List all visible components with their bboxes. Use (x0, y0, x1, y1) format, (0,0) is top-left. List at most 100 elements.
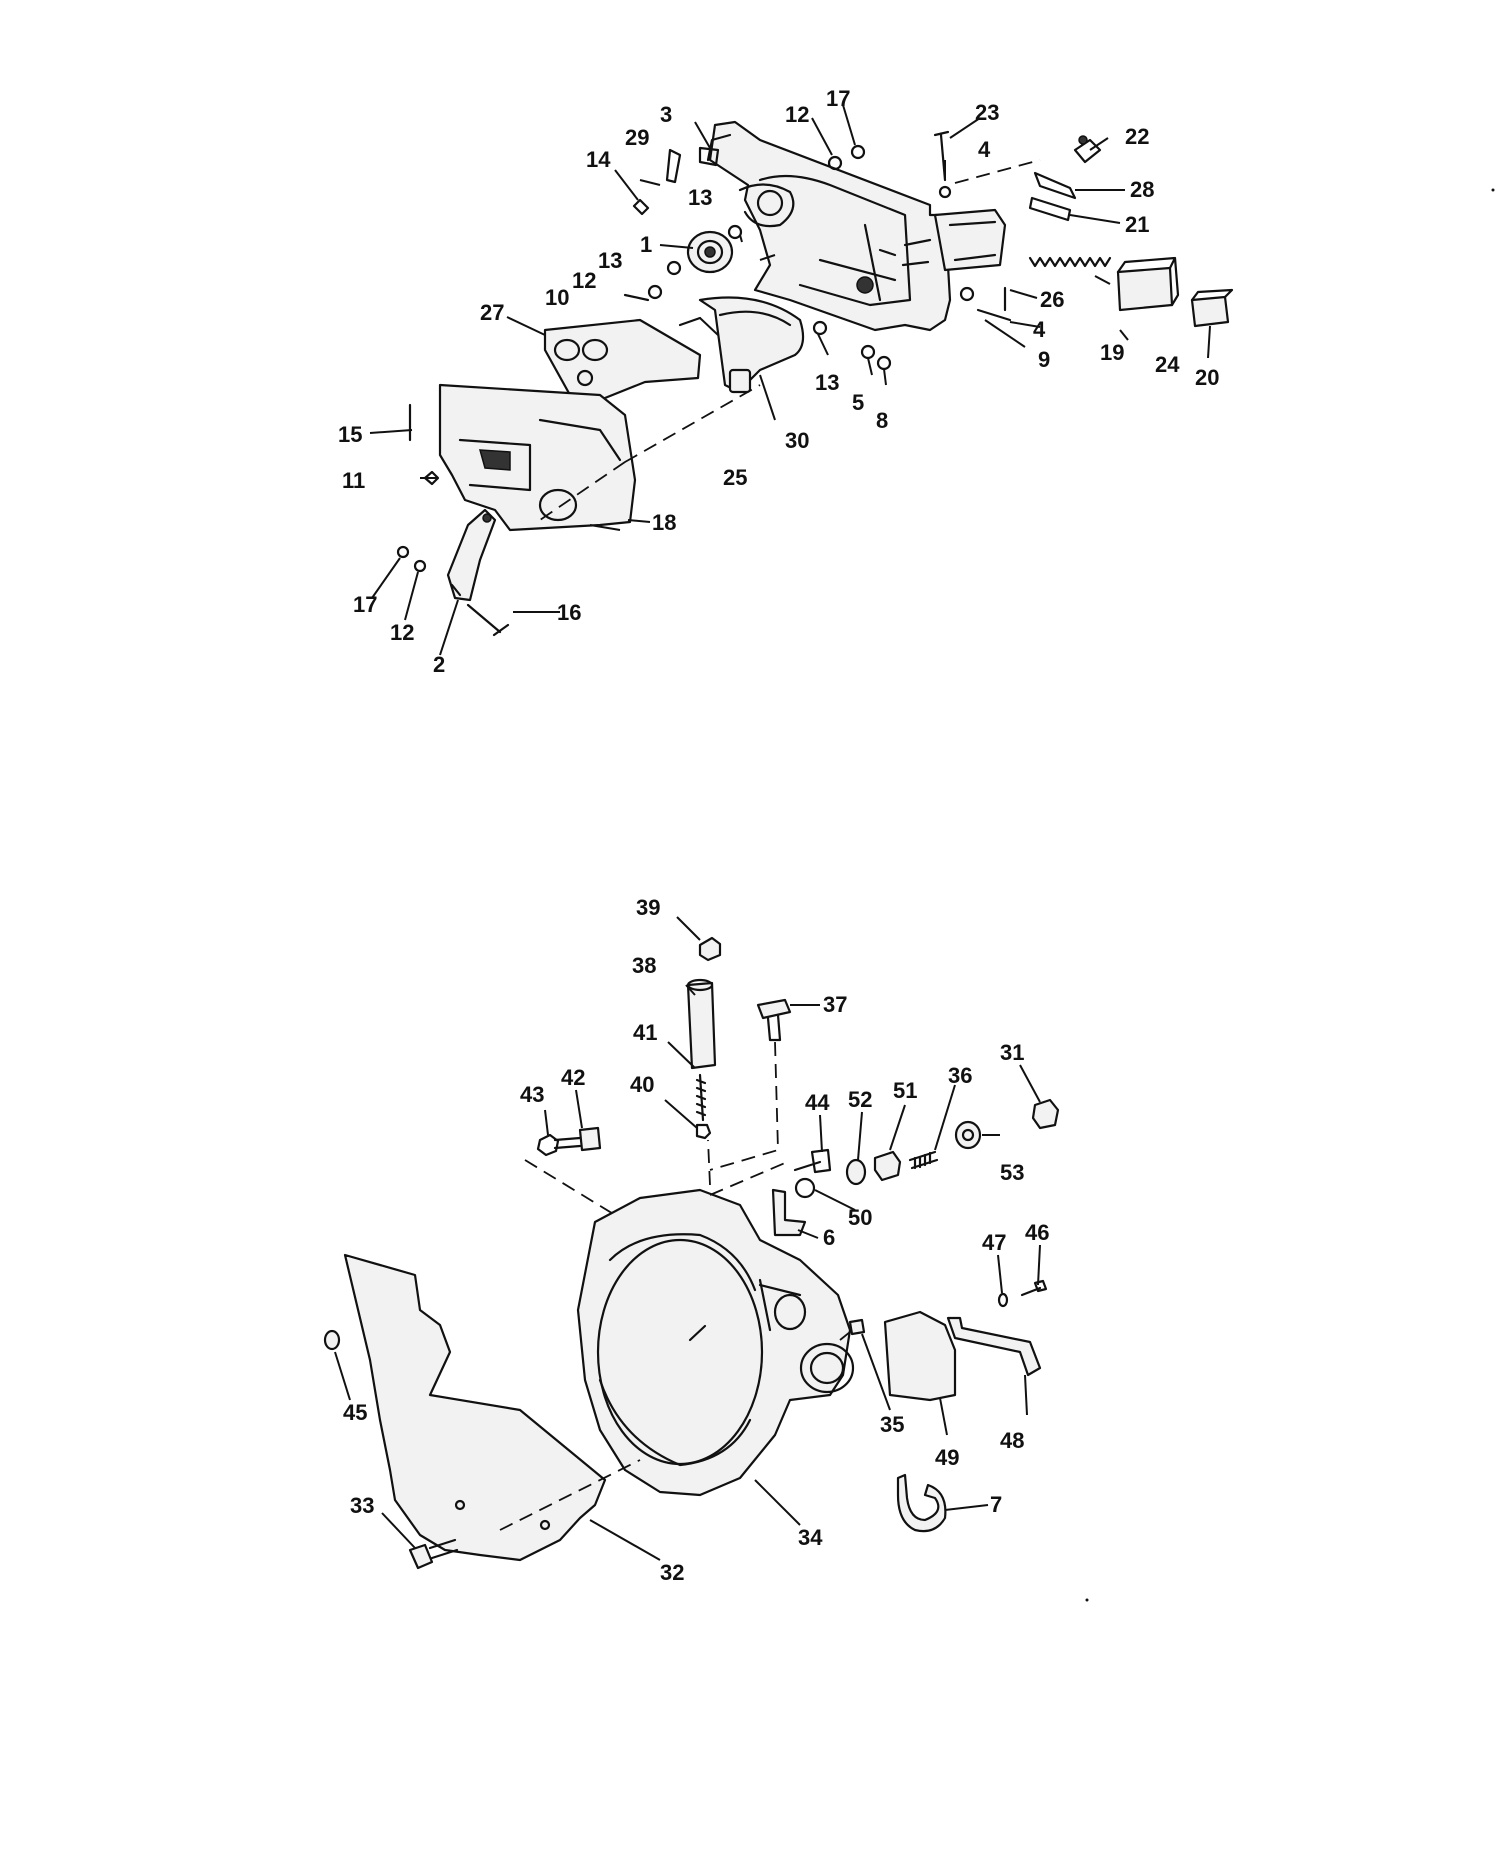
callout-34: 34 (798, 1525, 823, 1550)
callout-9: 9 (1038, 347, 1050, 372)
callout-4-upper: 4 (978, 137, 991, 162)
bolt-42 (536, 1126, 602, 1157)
bell-housing (576, 1188, 855, 1497)
callout-24: 24 (1155, 352, 1180, 377)
callout-6: 6 (823, 1225, 835, 1250)
callout-27: 27 (480, 300, 504, 325)
callout-5: 5 (852, 390, 864, 415)
callout-49: 49 (935, 1445, 959, 1470)
bolt-37 (756, 998, 792, 1042)
callout-31: 31 (1000, 1040, 1024, 1065)
cover-49 (883, 1310, 957, 1402)
callout-40: 40 (630, 1072, 654, 1097)
leader-lines-top (369, 104, 1211, 656)
callout-51: 51 (893, 1078, 917, 1103)
nut-51 (873, 1150, 902, 1182)
pulley (686, 230, 734, 274)
dash-line-top-2 (954, 159, 1041, 184)
speck-1 (1491, 188, 1495, 192)
callout-41: 41 (633, 1020, 657, 1045)
washer-17-lower (396, 545, 410, 559)
callout-8: 8 (876, 408, 888, 433)
main-housing (698, 120, 1007, 332)
callout-19: 19 (1100, 340, 1124, 365)
callout-26: 26 (1040, 287, 1064, 312)
callout-21: 21 (1125, 212, 1149, 237)
callout-25: 25 (723, 465, 747, 490)
blocks (1116, 256, 1234, 328)
dash-lines-bottom (499, 1041, 856, 1531)
callout-2: 2 (433, 652, 445, 677)
nut-31 (1031, 1098, 1060, 1130)
cover-32 (343, 1253, 607, 1562)
washer-53 (954, 1120, 982, 1150)
callout-1: 1 (640, 232, 652, 257)
lever (446, 508, 497, 602)
speck-2 (1085, 1598, 1089, 1602)
washer-52 (845, 1158, 867, 1186)
callout-12-a: 12 (785, 102, 809, 127)
leader-lines-bottom (334, 916, 1041, 1561)
callout-16: 16 (557, 600, 581, 625)
washer-50 (794, 1177, 816, 1199)
callout-3: 3 (660, 102, 672, 127)
callout-12-b: 12 (572, 268, 596, 293)
callout-42: 42 (561, 1065, 585, 1090)
callout-32: 32 (660, 1560, 684, 1585)
callout-47: 47 (982, 1230, 1006, 1255)
callout-46: 46 (1025, 1220, 1049, 1245)
callout-12-c: 12 (390, 620, 414, 645)
callout-45: 45 (343, 1400, 367, 1425)
callout-39: 39 (636, 895, 660, 920)
guard (678, 296, 805, 394)
callout-29: 29 (625, 125, 649, 150)
spring (1028, 256, 1112, 268)
callout-50: 50 (848, 1205, 872, 1230)
callout-20: 20 (1195, 365, 1219, 390)
callout-37: 37 (823, 992, 847, 1017)
callout-52: 52 (848, 1087, 872, 1112)
callout-44: 44 (805, 1090, 830, 1115)
callout-18: 18 (652, 510, 676, 535)
cover-plate (438, 383, 637, 532)
callout-33: 33 (350, 1493, 374, 1518)
link-plates (1028, 135, 1102, 222)
stud-36 (908, 1150, 939, 1170)
callout-14: 14 (586, 147, 611, 172)
clamp-7 (896, 1473, 947, 1533)
bracket (543, 318, 702, 407)
callout-43: 43 (520, 1082, 544, 1107)
callout-17-b: 17 (353, 592, 377, 617)
bolt-44 (793, 1148, 832, 1174)
washer-47 (997, 1292, 1009, 1308)
screw-11 (423, 470, 440, 486)
dash-line-top-1 (539, 384, 761, 521)
callout-13-b: 13 (598, 248, 622, 273)
bracket-48 (946, 1316, 1042, 1377)
callout-17-a: 17 (826, 86, 850, 111)
callout-28: 28 (1130, 177, 1154, 202)
callout-30: 30 (785, 428, 809, 453)
callout-22: 22 (1125, 124, 1149, 149)
callout-13-c: 13 (815, 370, 839, 395)
callout-35: 35 (880, 1412, 904, 1437)
callout-13-a: 13 (688, 185, 712, 210)
bracket-6 (771, 1188, 807, 1237)
washer-12-lower (413, 559, 427, 573)
bolt-23 (933, 130, 950, 182)
callout-11: 11 (342, 468, 365, 493)
callout-7: 7 (990, 1492, 1002, 1517)
callout-53: 53 (1000, 1160, 1024, 1185)
bolt-16 (466, 603, 510, 637)
callout-38: 38 (632, 953, 656, 978)
bolt-33 (408, 1538, 459, 1570)
callout-23: 23 (975, 100, 999, 125)
top-assembly: 1 2 3 4 4 5 8 9 10 11 12 12 12 13 13 13 … (338, 86, 1234, 677)
pin-9 (976, 308, 1012, 322)
stud-assembly (686, 936, 722, 1140)
callout-10: 10 (545, 285, 569, 310)
callout-36: 36 (948, 1063, 972, 1088)
callout-48: 48 (1000, 1428, 1024, 1453)
washer-45 (323, 1329, 341, 1351)
